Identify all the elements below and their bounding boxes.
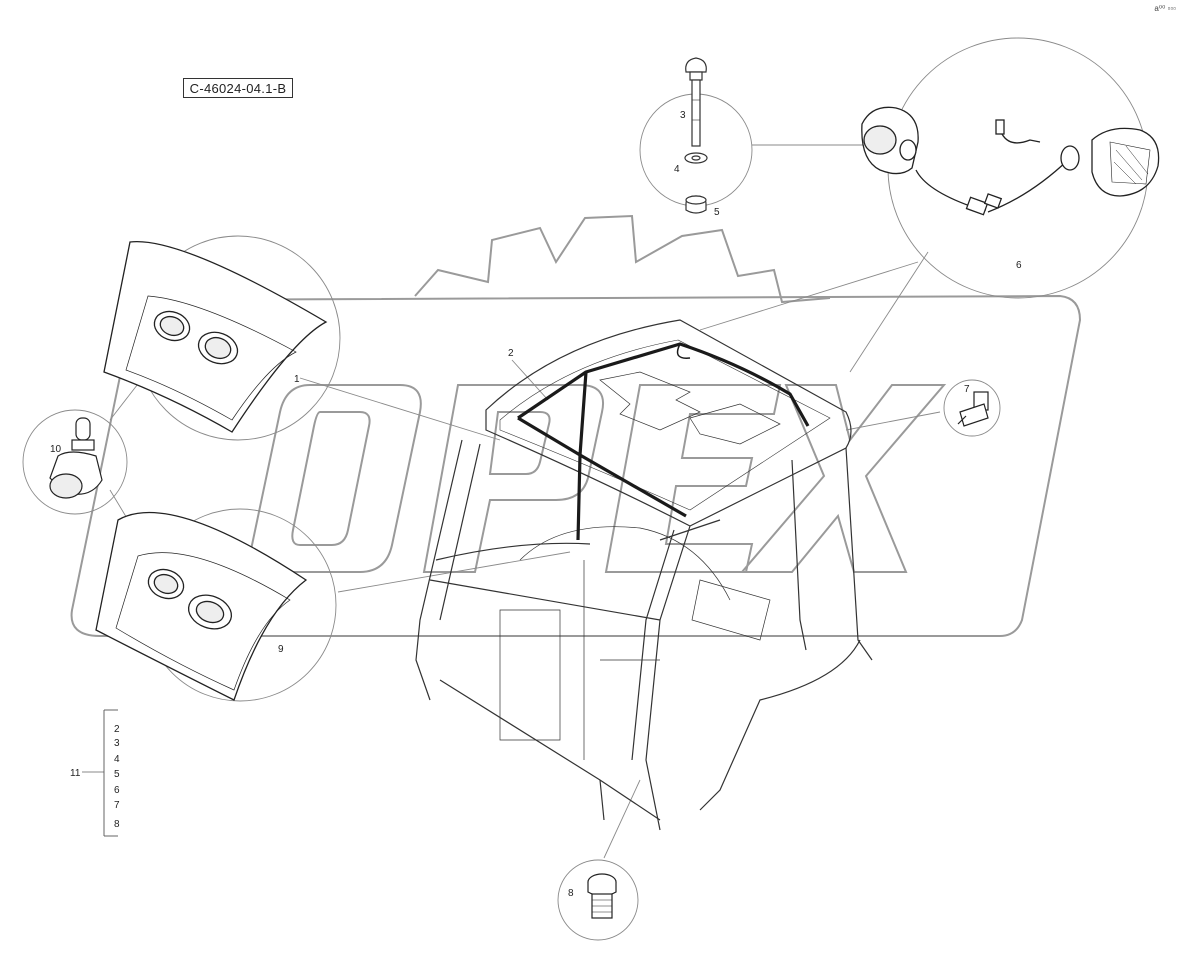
light-panel-9 xyxy=(95,511,308,701)
kit-group-label: 11 xyxy=(70,768,81,779)
kit-item: 8 xyxy=(114,819,120,830)
light-panel-1 xyxy=(103,240,328,433)
kit-item: 6 xyxy=(114,785,120,796)
watermark-letter-e xyxy=(604,384,782,573)
cab-rear-post xyxy=(845,447,873,661)
kit-item: 2 xyxy=(114,724,120,735)
callout-4: 4 xyxy=(674,164,680,175)
detail-circle-plug xyxy=(557,859,639,941)
drawing-reference-box: C-46024-04.1-B xyxy=(183,78,293,98)
watermark-gear-outline xyxy=(414,214,831,304)
leader-lines xyxy=(82,144,941,859)
lamp-right-housing xyxy=(1091,127,1160,197)
callout-1: 1 xyxy=(294,374,300,385)
plug-part xyxy=(587,873,617,919)
grommet-part xyxy=(685,195,707,214)
watermark-letter-o xyxy=(249,384,422,573)
callout-labels: 3 4 5 6 2 1 7 10 9 8 11 xyxy=(50,110,1022,899)
kit-group-bracket xyxy=(103,709,118,837)
callout-5: 5 xyxy=(714,207,720,218)
kit-item: 5 xyxy=(114,769,120,780)
cab-front-post-left xyxy=(415,439,463,701)
wiring-harness xyxy=(517,342,810,541)
corner-mark: a⁰⁰ ▫▫▫ xyxy=(1154,4,1176,13)
callout-7: 7 xyxy=(964,384,970,395)
cab-roof xyxy=(485,319,852,527)
callout-3: 3 xyxy=(680,110,686,121)
kit-group-list: 2 3 4 5 6 7 8 xyxy=(114,724,120,830)
callout-10: 10 xyxy=(50,444,62,455)
callout-8: 8 xyxy=(568,888,574,899)
kit-item: 3 xyxy=(114,738,120,749)
washer-part xyxy=(684,152,708,164)
callout-6: 6 xyxy=(1016,260,1022,271)
switch-part xyxy=(957,391,989,427)
cab-front-post-right xyxy=(645,525,691,831)
callout-9: 9 xyxy=(278,644,284,655)
bulb-part xyxy=(49,417,103,499)
cab-frame xyxy=(415,319,873,831)
callout-2: 2 xyxy=(508,348,514,359)
detail-circle-bulb xyxy=(22,409,128,515)
detail-circle-switch xyxy=(943,379,1001,437)
work-lamp-assembly xyxy=(861,106,1160,216)
bolt-part xyxy=(685,57,707,147)
watermark-letter-p xyxy=(422,384,604,573)
kit-item: 7 xyxy=(114,800,120,811)
kit-item: 4 xyxy=(114,754,120,765)
detail-circles xyxy=(22,37,1149,941)
